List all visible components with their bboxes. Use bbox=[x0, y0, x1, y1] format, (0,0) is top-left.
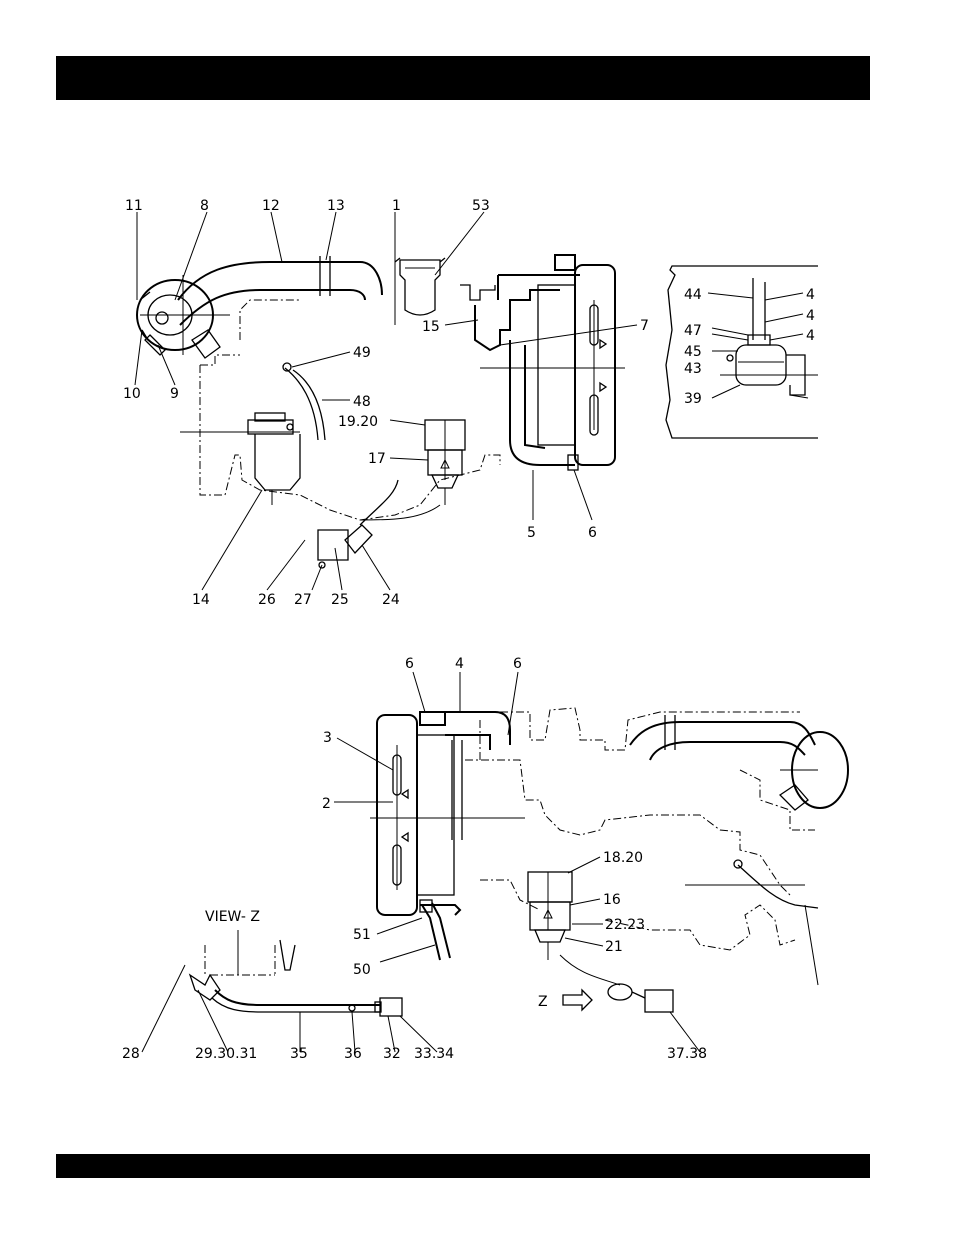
callout-33-34: 33.34 bbox=[414, 1046, 454, 1062]
callout-17: 17 bbox=[368, 451, 386, 467]
callout-6-lower-b: 6 bbox=[513, 656, 522, 672]
callout-9: 9 bbox=[170, 386, 179, 402]
callout-19-20: 19.20 bbox=[338, 414, 378, 430]
callout-3: 3 bbox=[323, 730, 332, 746]
callout-15: 15 bbox=[422, 319, 440, 335]
radiator-lower bbox=[370, 712, 525, 915]
callout-4-inset-c: 4 bbox=[806, 328, 815, 344]
lower-view bbox=[142, 672, 848, 1052]
upper-view bbox=[135, 212, 637, 590]
callout-44: 44 bbox=[684, 287, 702, 303]
callout-27: 27 bbox=[294, 592, 312, 608]
callout-50: 50 bbox=[353, 962, 371, 978]
callout-14: 14 bbox=[192, 592, 210, 608]
callout-z: Z bbox=[538, 994, 548, 1010]
callout-2: 2 bbox=[322, 796, 331, 812]
callout-32: 32 bbox=[383, 1046, 401, 1062]
callout-10: 10 bbox=[123, 386, 141, 402]
callout-4-inset-b: 4 bbox=[806, 308, 815, 324]
callout-6-lower-a: 6 bbox=[405, 656, 414, 672]
callout-11: 11 bbox=[125, 198, 143, 214]
view-z-label: VIEW- Z bbox=[205, 909, 260, 925]
callout-36: 36 bbox=[344, 1046, 362, 1062]
filter-17 bbox=[425, 420, 465, 505]
callout-43: 43 bbox=[684, 361, 702, 377]
callout-37-38: 37.38 bbox=[667, 1046, 707, 1062]
callout-7: 7 bbox=[640, 318, 649, 334]
callout-29-30-31: 29.30.31 bbox=[195, 1046, 257, 1062]
callout-53: 53 bbox=[472, 198, 490, 214]
filter-16 bbox=[528, 872, 572, 960]
callout-24: 24 bbox=[382, 592, 400, 608]
callout-47: 47 bbox=[684, 323, 702, 339]
callout-18-20: 18.20 bbox=[603, 850, 643, 866]
callout-21: 21 bbox=[605, 939, 623, 955]
callout-16: 16 bbox=[603, 892, 621, 908]
callout-8: 8 bbox=[200, 198, 209, 214]
callout-48: 48 bbox=[353, 394, 371, 410]
callout-labels: 11 8 12 13 1 53 15 7 10 9 49 48 19.20 17… bbox=[122, 198, 815, 1062]
callout-26: 26 bbox=[258, 592, 276, 608]
callout-28: 28 bbox=[122, 1046, 140, 1062]
callout-22-23: 22.23 bbox=[605, 917, 645, 933]
callout-51: 51 bbox=[353, 927, 371, 943]
callout-4-lower: 4 bbox=[455, 656, 464, 672]
callout-5: 5 bbox=[527, 525, 536, 541]
callout-49: 49 bbox=[353, 345, 371, 361]
callout-25: 25 bbox=[331, 592, 349, 608]
filter-14 bbox=[180, 413, 300, 505]
callout-35: 35 bbox=[290, 1046, 308, 1062]
callout-4-inset-a: 4 bbox=[806, 287, 815, 303]
callout-13: 13 bbox=[327, 198, 345, 214]
callout-6-upper: 6 bbox=[588, 525, 597, 541]
callout-45: 45 bbox=[684, 344, 702, 360]
callout-39: 39 bbox=[684, 391, 702, 407]
radiator-upper bbox=[480, 255, 625, 470]
fuel-filter bbox=[395, 258, 445, 315]
callout-12: 12 bbox=[262, 198, 280, 214]
callout-1: 1 bbox=[392, 198, 401, 214]
air-cleaner bbox=[137, 275, 230, 358]
